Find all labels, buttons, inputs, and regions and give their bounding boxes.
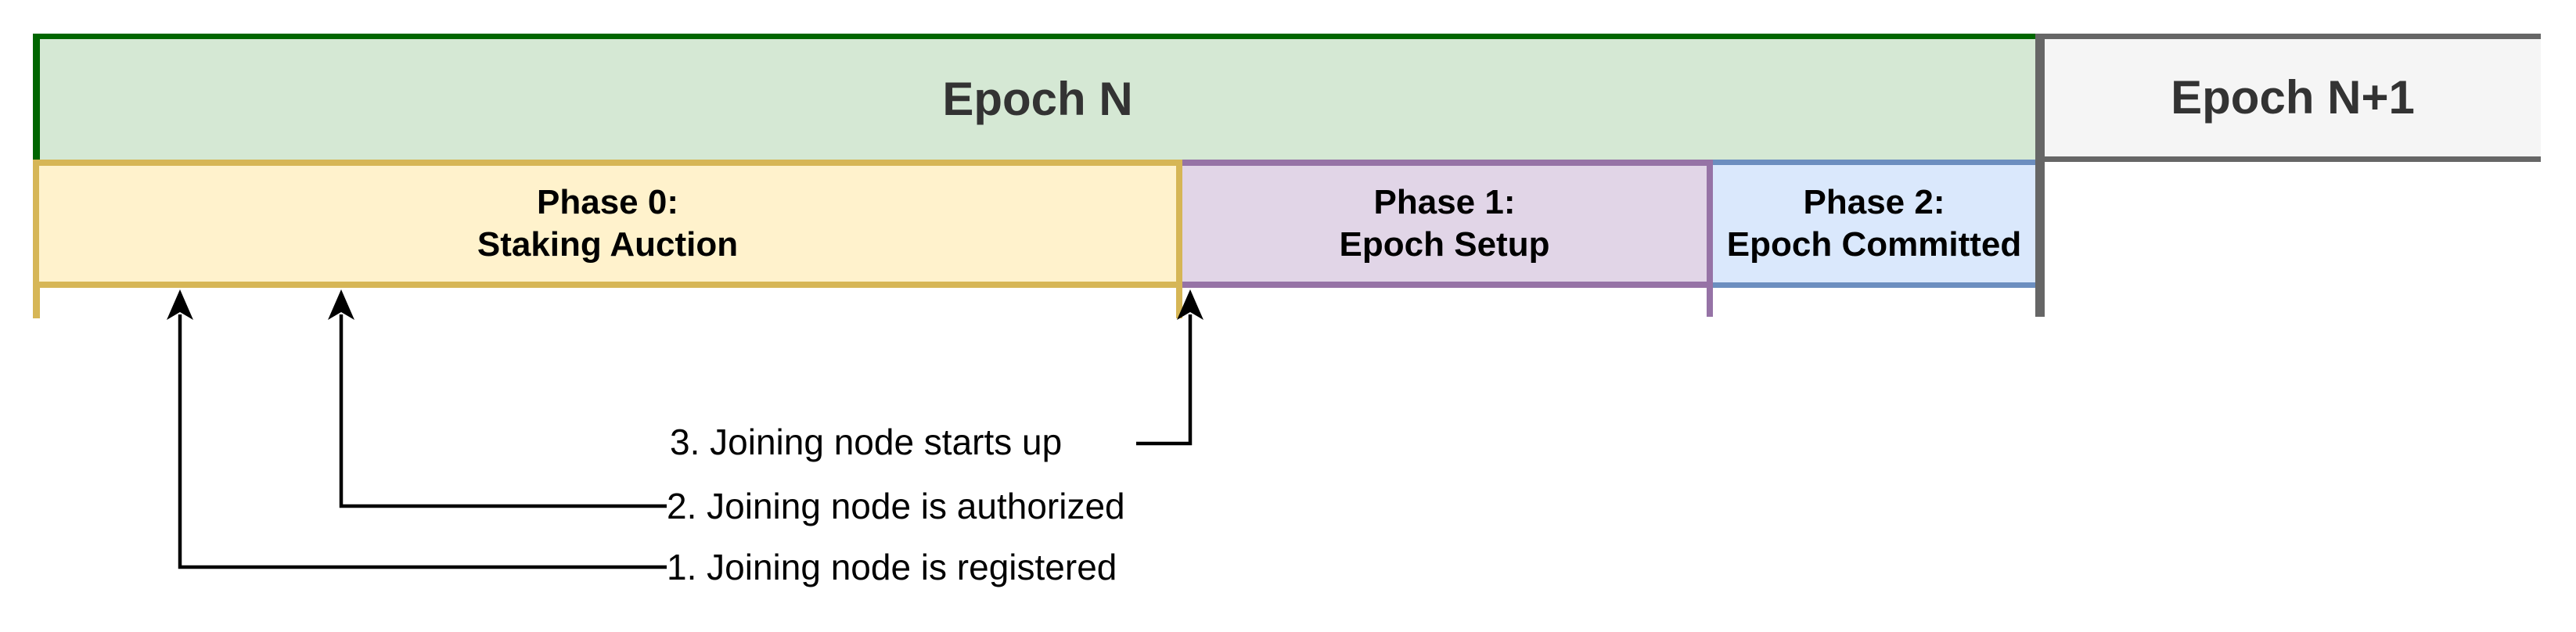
annotation-joining-node-starts-up: 3. Joining node starts up xyxy=(670,422,1063,462)
epoch-n-label: Epoch N xyxy=(942,73,1133,125)
epoch-boundary-bar xyxy=(2035,34,2045,317)
phase-1-label-line1: Phase 1: xyxy=(1373,183,1516,221)
arrow-3-head xyxy=(1177,289,1203,320)
phase-2-box: Phase 2: Epoch Committed xyxy=(1713,160,2035,288)
arrow-3-line xyxy=(1136,314,1193,446)
epoch-n-box: Epoch N xyxy=(33,34,2035,160)
arrow-2-head xyxy=(328,289,354,320)
phase-2-label-line2: Epoch Committed xyxy=(1726,225,2022,264)
epoch-n1-box: Epoch N+1 xyxy=(2045,34,2541,162)
phase-0-start-tick xyxy=(33,288,40,318)
phase-1-box: Phase 1: Epoch Setup xyxy=(1182,160,1713,288)
phase-2-label-line1: Phase 2: xyxy=(1803,183,1945,221)
phase-1-end-tick xyxy=(1707,288,1713,317)
annotation-joining-node-authorized: 2. Joining node is authorized xyxy=(667,486,1125,526)
phase-0-end-tick xyxy=(1176,288,1182,318)
phase-0-box: Phase 0: Staking Auction xyxy=(33,160,1182,288)
phase-0-label: Phase 0: Staking Auction xyxy=(477,181,738,266)
annotation-joining-node-registered: 1. Joining node is registered xyxy=(667,547,1117,587)
phase-0-label-line1: Phase 0: xyxy=(537,183,678,221)
phase-0-label-line2: Staking Auction xyxy=(477,225,739,264)
phase-2-label: Phase 2: Epoch Committed xyxy=(1727,181,2021,266)
phase-1-label-line2: Epoch Setup xyxy=(1339,225,1550,264)
phase-1-label: Phase 1: Epoch Setup xyxy=(1340,181,1550,266)
arrow-1-line xyxy=(178,314,667,569)
arrow-2-line xyxy=(339,314,667,508)
arrow-1-head xyxy=(167,289,193,320)
epoch-n1-label: Epoch N+1 xyxy=(2171,71,2415,124)
